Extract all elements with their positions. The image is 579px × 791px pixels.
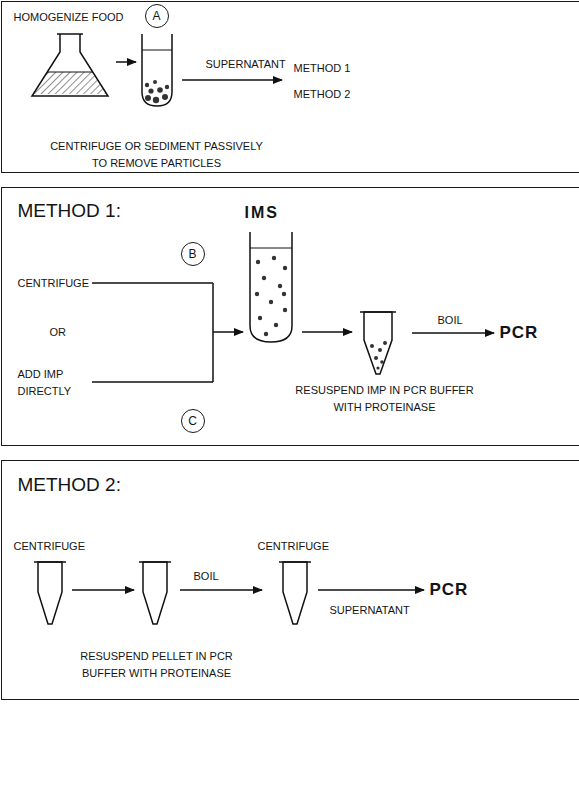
callout-circle: C xyxy=(181,409,205,433)
method-title: METHOD 2: xyxy=(18,474,121,496)
flow-label: SUPERNATANT xyxy=(330,602,410,619)
step-title: IMS xyxy=(245,203,279,223)
step-panel: HOMOGENIZE FOOD SUPERNATANT METHOD 1 METHOD… xyxy=(1,1,579,173)
step-caption: RESUSPEND PELLET IN PCR BUFFER WITH PROT… xyxy=(59,648,255,682)
result-label: PCR xyxy=(500,323,539,343)
step-caption: RESUSPEND IMP IN PCR BUFFER WITH PROTEIN… xyxy=(287,382,483,416)
method-label: METHOD 2 xyxy=(294,86,351,103)
flow-label: BOIL xyxy=(194,568,219,585)
flask xyxy=(32,34,108,96)
microtube xyxy=(364,312,392,374)
method-panel: METHOD 2: CENTRIFUGE CENTRIFUGE BOIL PCR SUPE… xyxy=(1,460,579,700)
result-label: PCR xyxy=(430,580,469,600)
callout-circle: A xyxy=(145,4,169,28)
callout-letter: A xyxy=(152,9,160,23)
method-title: METHOD 1: xyxy=(18,200,121,222)
microtube xyxy=(283,562,307,624)
step-label: HOMOGENIZE FOOD xyxy=(14,9,124,26)
callout-letter: B xyxy=(188,247,196,261)
microtube xyxy=(38,562,62,624)
method-panel: METHOD 1: CENTRIFUGE OR ADD IMP DIRECTLY IMS… xyxy=(1,187,579,446)
test-tube xyxy=(250,232,292,342)
step-label: CENTRIFUGE xyxy=(18,275,90,292)
microtube xyxy=(143,562,167,624)
step-label: CENTRIFUGE xyxy=(14,538,86,555)
step-label: CENTRIFUGE xyxy=(258,538,330,555)
method-label: METHOD 1 xyxy=(294,60,351,77)
step-caption: CENTRIFUGE OR SEDIMENT PASSIVELY TO REMO… xyxy=(44,138,270,172)
step-label: OR xyxy=(50,324,67,341)
step-label: ADD IMP DIRECTLY xyxy=(18,366,82,400)
test-tube xyxy=(142,34,172,106)
callout-circle: B xyxy=(181,242,205,266)
callout-letter: C xyxy=(188,414,197,428)
flow-label: BOIL xyxy=(438,312,463,329)
flow-label: SUPERNATANT xyxy=(206,56,286,73)
